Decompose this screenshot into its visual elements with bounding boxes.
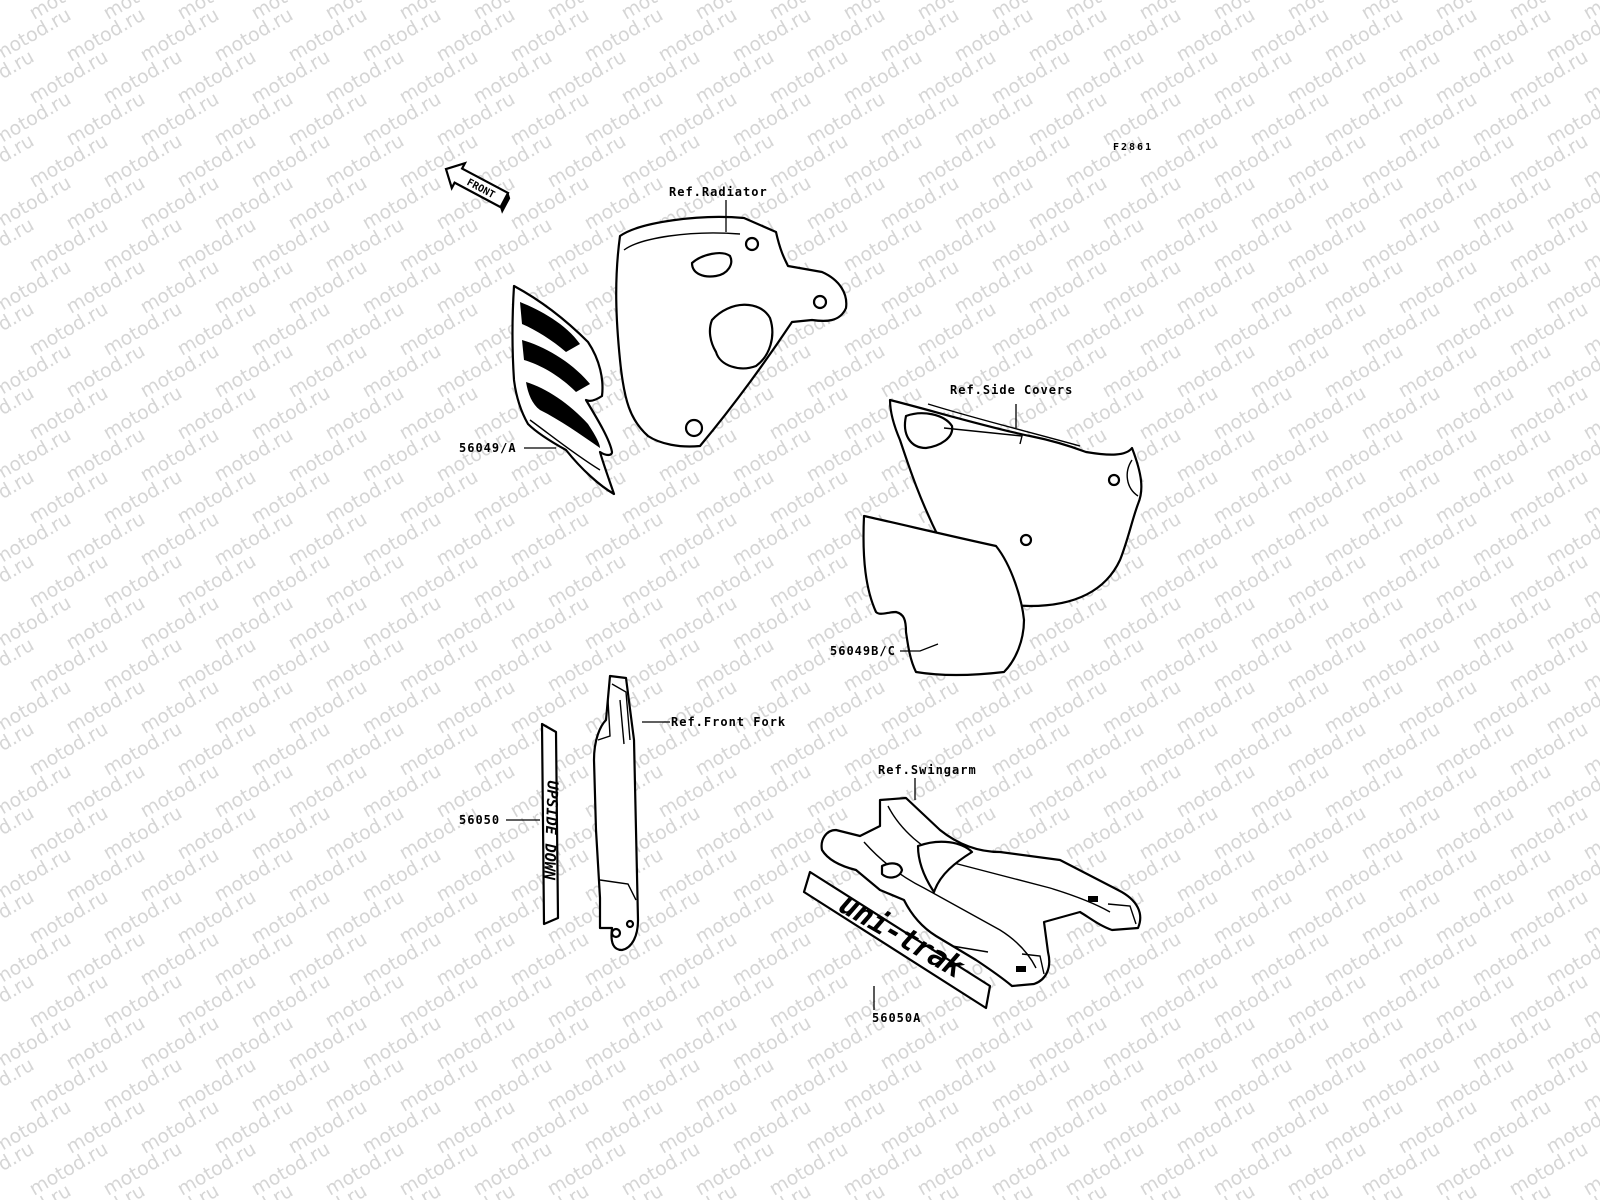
- label-part-56049a: 56049/A: [459, 441, 517, 455]
- label-part-56049bc: 56049B/C: [830, 644, 896, 658]
- label-ref-swingarm: Ref.Swingarm: [878, 763, 977, 777]
- label-ref-front-fork: Ref.Front Fork: [671, 715, 786, 729]
- fork-decal: UPSIDE DOWN: [540, 722, 562, 926]
- label-part-56050: 56050: [459, 813, 500, 827]
- fork-guard: [592, 674, 640, 952]
- fork-decal-text: UPSIDE DOWN: [540, 780, 561, 881]
- swingarm: [820, 796, 1142, 988]
- label-ref-side-covers: Ref.Side Covers: [950, 383, 1073, 397]
- label-part-56050a: 56050A: [872, 1011, 921, 1025]
- radiator-shroud: [615, 215, 848, 448]
- leader-lines: [506, 200, 1017, 1010]
- shroud-decal: [511, 284, 616, 496]
- label-ref-radiator: Ref.Radiator: [669, 185, 768, 199]
- side-cover-decal: [862, 514, 1026, 677]
- figure-code: F2861: [1113, 142, 1153, 153]
